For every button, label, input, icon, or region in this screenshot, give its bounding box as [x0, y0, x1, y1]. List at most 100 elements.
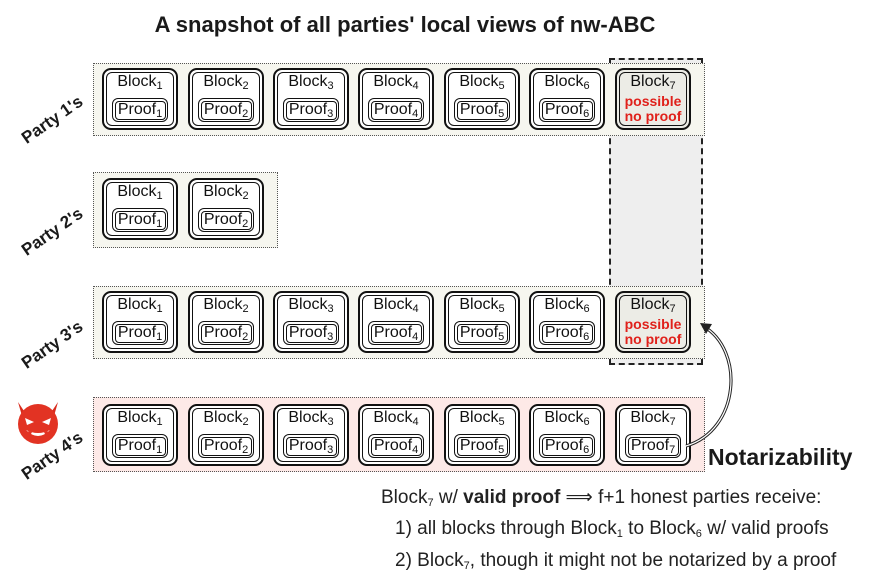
block-word: Block [373, 73, 413, 90]
proof-word: Proof [288, 101, 328, 118]
block-index: 3 [327, 416, 334, 428]
no-proof-line-1: possible [624, 93, 682, 109]
proof-badge: Proof3 [283, 98, 339, 122]
block-word: Block [544, 409, 584, 426]
block-word: Block [203, 296, 243, 313]
block-word: Block [117, 183, 157, 200]
proof-badge: Proof6 [539, 434, 595, 458]
item1-text-c: w/ valid proofs [701, 518, 829, 539]
block-label: Block1 [104, 409, 176, 428]
proof-index: 6 [583, 444, 590, 456]
proof-word: Proof [288, 324, 328, 341]
block-word: Block [373, 409, 413, 426]
proof-badge: Proof2 [198, 98, 254, 122]
no-proof-line-2: no proof [624, 331, 682, 347]
block-label: Block7 [617, 296, 689, 315]
proof-word: Proof [373, 101, 413, 118]
proof-word: Proof [630, 437, 670, 454]
block-word: Block [117, 296, 157, 313]
rule-block-index: 7 [427, 497, 434, 509]
proof-word: Proof [459, 101, 499, 118]
block-word: Block [117, 73, 157, 90]
block-index: 3 [327, 303, 334, 315]
block-word: Block [373, 296, 413, 313]
proof-badge: Proof2 [198, 434, 254, 458]
proof-word: Proof [373, 437, 413, 454]
block-label: Block2 [190, 73, 262, 92]
proof-badge: Proof4 [368, 321, 424, 345]
proof-word: Proof [459, 324, 499, 341]
item2-text-a: 2) Block [395, 550, 464, 571]
block-label: Block4 [360, 296, 432, 315]
proof-word: Proof [117, 437, 157, 454]
proof-index: 5 [498, 108, 505, 120]
proof-badge: Proof4 [368, 434, 424, 458]
proof-index: 4 [412, 444, 419, 456]
block-label: Block6 [531, 73, 603, 92]
proof-badge: Proof5 [454, 434, 510, 458]
proof-index: 2 [242, 331, 249, 343]
block-label: Block3 [275, 73, 347, 92]
block-index: 7 [669, 416, 676, 428]
block-word: Block [630, 296, 670, 313]
proof-index: 3 [327, 108, 334, 120]
block-word: Block [203, 409, 243, 426]
block-word: Block [288, 296, 328, 313]
notarizability-item-1: 1) all blocks through Block1 to Block6 w… [395, 518, 829, 540]
proof-badge: Proof1 [112, 98, 168, 122]
block-word: Block [459, 296, 499, 313]
proof-index: 5 [498, 444, 505, 456]
block-index: 5 [498, 80, 505, 92]
proof-word: Proof [544, 437, 584, 454]
party-1-label: Party 1's [18, 91, 87, 148]
proof-badge: Proof1 [112, 321, 168, 345]
block-label: Block5 [446, 296, 518, 315]
item1-text-a: 1) all blocks through Block [395, 518, 617, 539]
proof-index: 3 [327, 331, 334, 343]
proof-badge: Proof6 [539, 321, 595, 345]
block-index: 7 [669, 80, 676, 92]
proof-word: Proof [203, 101, 243, 118]
block-label: Block1 [104, 296, 176, 315]
proof-badge: Proof1 [112, 208, 168, 232]
proof-word: Proof [373, 324, 413, 341]
diagram-title: A snapshot of all parties' local views o… [154, 12, 656, 37]
block-index: 4 [412, 416, 419, 428]
proof-index: 1 [156, 444, 163, 456]
block-label: Block2 [190, 409, 262, 428]
notarizability-heading: Notarizability [708, 444, 853, 470]
block-index: 2 [242, 303, 249, 315]
block-word: Block [544, 296, 584, 313]
proof-word: Proof [288, 437, 328, 454]
proof-index: 6 [583, 108, 590, 120]
proof-index: 6 [583, 331, 590, 343]
notarizability-item-2: 2) Block7, though it might not be notari… [395, 550, 836, 572]
proof-badge: Proof5 [454, 321, 510, 345]
block-word: Block [288, 409, 328, 426]
block-label: Block7 [617, 73, 689, 92]
block-label: Block1 [104, 73, 176, 92]
block-label: Block2 [190, 296, 262, 315]
rule-block-word: Block [381, 487, 428, 508]
item1-text-b: to Block [622, 518, 696, 539]
block-index: 1 [156, 80, 163, 92]
rule-valid-proof: valid proof [463, 487, 561, 508]
proof-word: Proof [117, 324, 157, 341]
item1-sub-b: 6 [695, 528, 702, 540]
block-index: 3 [327, 80, 334, 92]
block-word: Block [117, 409, 157, 426]
proof-index: 1 [156, 331, 163, 343]
